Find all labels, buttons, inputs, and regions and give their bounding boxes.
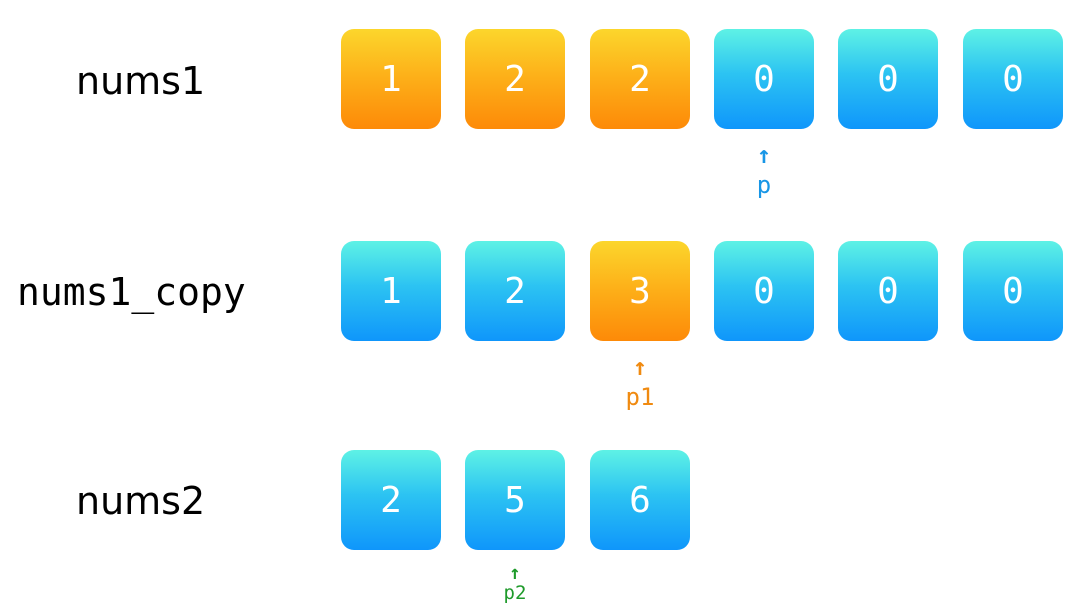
nums2-cell-0: 2 — [341, 450, 441, 550]
pointer-p1-arrow-icon: ↑ — [632, 353, 648, 381]
row-label-nums1-copy: nums1_copy — [17, 270, 246, 314]
row-label-nums1: nums1 — [76, 59, 206, 103]
nums1-copy-cell-3: 0 — [714, 241, 814, 341]
nums1-copy-cell-2: 3 — [590, 241, 690, 341]
row-label-nums2: nums2 — [76, 479, 206, 523]
nums1-cell-1: 2 — [465, 29, 565, 129]
pointer-p1-label: p1 — [625, 383, 655, 411]
nums1-cell-2: 2 — [590, 29, 690, 129]
nums1-copy-cell-5: 0 — [963, 241, 1063, 341]
nums1-copy-cell-4: 0 — [838, 241, 938, 341]
pointer-p2-arrow-icon: ↑ — [509, 562, 521, 584]
pointer-p2-label: p2 — [503, 582, 527, 604]
pointer-p: ↑ p — [734, 143, 794, 197]
nums2-cell-1: 5 — [465, 450, 565, 550]
pointer-p1: ↑ p1 — [610, 355, 670, 409]
nums1-cell-4: 0 — [838, 29, 938, 129]
pointer-p-arrow-icon: ↑ — [756, 141, 772, 169]
pointer-p-label: p — [756, 171, 772, 199]
nums1-cell-0: 1 — [341, 29, 441, 129]
pointer-p2: ↑ p2 — [485, 564, 545, 603]
nums1-copy-cell-1: 2 — [465, 241, 565, 341]
nums1-cell-3: 0 — [714, 29, 814, 129]
nums1-cell-5: 0 — [963, 29, 1063, 129]
nums1-copy-cell-0: 1 — [341, 241, 441, 341]
nums2-cell-2: 6 — [590, 450, 690, 550]
